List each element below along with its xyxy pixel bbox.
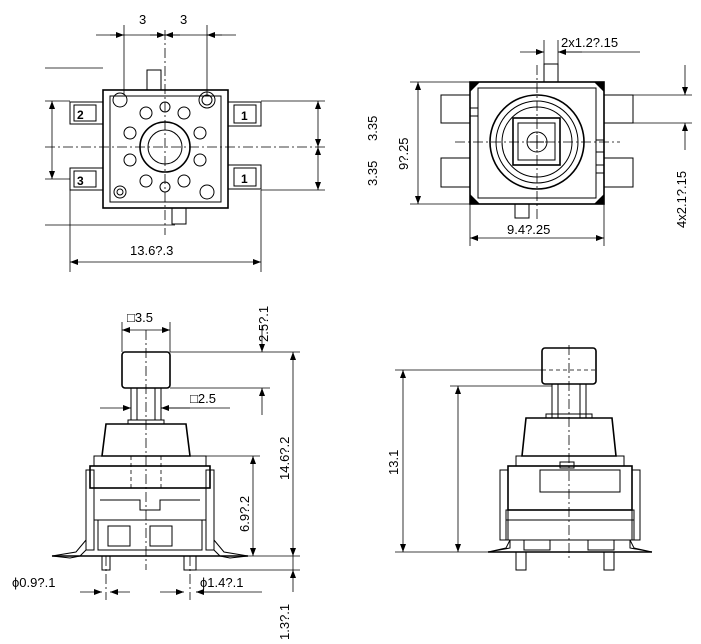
dim-tab-width: 2x1.2?.15 xyxy=(561,35,618,50)
dim-pin-length: 1.3?.1 xyxy=(277,604,292,640)
pin-label-1-upper: 1 xyxy=(241,109,248,123)
dim-bottom-width: 9.4?.25 xyxy=(507,222,550,237)
bottom-view: 2x1.2?.15 9?.25 9.4?.25 4x2.1?.15 xyxy=(396,35,692,246)
dim-knob-square: □3.5 xyxy=(127,310,153,325)
dim-total-height: 14.6?.2 xyxy=(277,437,292,480)
dim-bottom-height: 9?.25 xyxy=(396,137,411,170)
side-view: 13.1 xyxy=(386,345,653,571)
dim-pin-width: 4x2.1?.15 xyxy=(674,171,689,228)
dim-body-height: 6.9?.2 xyxy=(237,496,252,532)
dim-knob-height: 2.5?.1 xyxy=(256,306,271,342)
dim-side-height: 13.1 xyxy=(386,450,401,475)
pin-label-2: 2 xyxy=(77,108,84,122)
dim-half-height-lower: 3.35 xyxy=(365,161,380,186)
pin-label-1-lower: 1 xyxy=(241,172,248,186)
dim-pin-diameter-right: ϕ1.4?.1 xyxy=(200,575,243,590)
top-view: 2 3 1 1 3 3 3.35 3.35 13.6?.3 xyxy=(45,12,380,272)
dim-top-width: 13.6?.3 xyxy=(130,243,173,258)
dim-shaft-square: □2.5 xyxy=(190,391,216,406)
dim-pin-spacing-left: 3 xyxy=(139,12,146,27)
pin-label-3: 3 xyxy=(77,174,84,188)
dim-pin-spacing-right: 3 xyxy=(180,12,187,27)
dim-half-height-upper: 3.35 xyxy=(365,116,380,141)
front-view: □3.5 2.5?.1 □2.5 14.6?.2 6.9?.2 ϕ0.9?.1 … xyxy=(12,306,300,640)
dim-pin-diameter-left: ϕ0.9?.1 xyxy=(12,575,55,590)
